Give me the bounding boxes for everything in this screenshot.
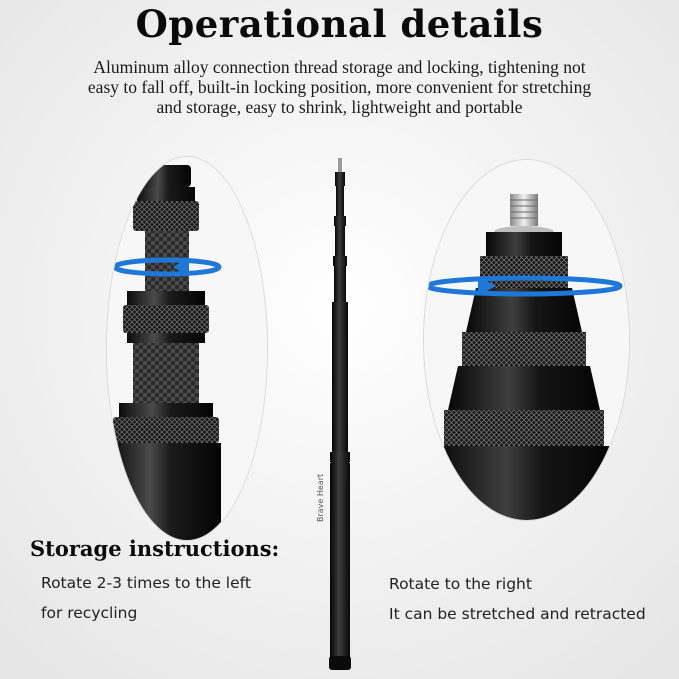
telescopic-pole: [329, 158, 351, 670]
description-line: Aluminum alloy connection thread storage…: [93, 57, 586, 77]
pole-brand-text: Brave Heart: [316, 473, 325, 522]
description-line: and storage, easy to shrink, lightweight…: [156, 97, 523, 117]
right-closeup-oval: [424, 160, 629, 520]
left-instruction-line: Rotate 2-3 times to the left: [41, 574, 251, 592]
left-instruction-line: for recycling: [41, 604, 138, 622]
right-instruction-line: Rotate to the right: [389, 575, 532, 593]
description-line: easy to fall off, built-in locking posit…: [87, 77, 592, 97]
left-closeup-oval: [107, 157, 267, 540]
description: Aluminum alloy connection thread storage…: [14, 57, 665, 117]
right-instruction-line: It can be stretched and retracted: [389, 605, 646, 623]
page-title: Operational details: [135, 2, 544, 46]
locking-section-illustration: [107, 157, 267, 540]
telescoping-cone-illustration: [424, 160, 629, 520]
storage-instructions-title: Storage instructions:: [30, 536, 280, 561]
